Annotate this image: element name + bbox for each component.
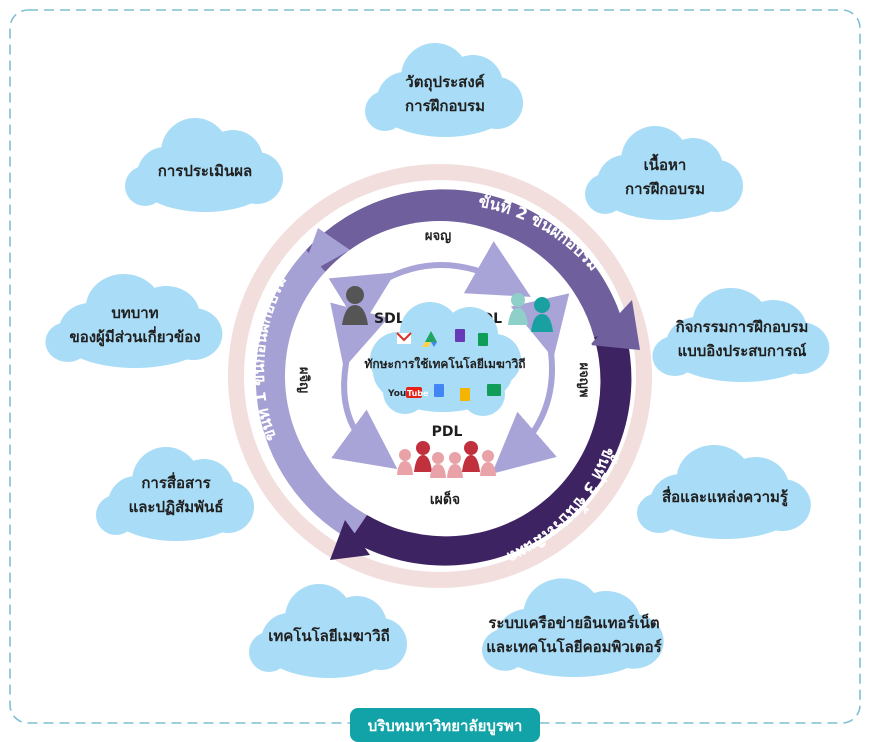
cloud-content: เนื้อหา การฝึกอบรม <box>585 126 743 220</box>
svg-text:You: You <box>387 389 406 399</box>
docs-icon <box>434 384 444 397</box>
ring-segment-stage3 <box>350 330 632 566</box>
cloud-communication-line-1: การสื่อสาร <box>141 472 211 492</box>
ring-arrow-tip-2 <box>590 300 640 350</box>
youtube-icon: You Tube <box>387 387 429 399</box>
ring-segment-stage1 <box>255 250 367 540</box>
cloud-activity-line-2: แบบอิงประสบการณ์ <box>678 342 807 360</box>
center-cloud-title: ทักษะการใช้เทคโนโลยีเมฆาวิถี <box>364 356 525 371</box>
sdl-label: SDL <box>374 311 405 327</box>
drive-icon <box>422 331 437 347</box>
cloud-network-line-1: ระบบเครือข่ายอินเทอร์เน็ต <box>488 613 659 632</box>
inner-left-label: ผจิญ <box>296 367 311 393</box>
cloud-media-line-1: สื่อและแหล่งความรู้ <box>662 486 789 507</box>
inner-right-label: ผจญพ <box>576 363 591 398</box>
pdl-people-icon <box>397 441 496 478</box>
footer-text: บริบทมหาวิทยาลัยบูรพา <box>368 717 523 736</box>
forms-icon <box>455 329 465 342</box>
cloud-activity-line-1: กิจกรรมการฝึกอบรม <box>676 318 809 336</box>
arrow-tdl-to-pdl <box>491 293 570 474</box>
cloud-content-line-1: เนื้อหา <box>644 153 687 174</box>
ring-arrow-tip-3 <box>330 520 370 560</box>
cloud-network-line-2: และเทคโนโลยีคอมพิวเตอร์ <box>486 637 662 656</box>
classroom-icon <box>487 384 501 396</box>
arrow-sdl-to-pdl <box>330 302 398 470</box>
cloud-edtech-line-1: เทคโนโลยีเมฆาวิถี <box>268 626 389 645</box>
cloud-content-line-2: การฝึกอบรม <box>625 180 705 198</box>
ring-segment-stage2 <box>306 189 625 337</box>
cloud-communication <box>96 447 254 541</box>
cloud-roles-line-2: ของผู้มีส่วนเกี่ยวข้อง <box>69 326 200 347</box>
cloud-evaluation-line-1: การประเมินผล <box>158 162 252 180</box>
sheets-icon <box>478 333 488 346</box>
cloud-communication-line-2: และปฏิสัมพันธ์ <box>129 498 224 516</box>
svg-text:Tube: Tube <box>407 389 429 398</box>
slides-icon <box>460 388 470 401</box>
cloud-objective: วัตถุประสงค์ การฝึกอบรม <box>365 43 523 137</box>
inner-top-label: ผจญ <box>425 229 451 244</box>
sdl-person-icon <box>342 286 368 325</box>
cloud-roles-line-1: บทบาท <box>111 304 158 322</box>
pdl-bottom-label: เผด็จ <box>430 490 460 508</box>
footer-badge <box>350 708 540 742</box>
ring-arrow-tip-1 <box>300 228 350 278</box>
cloud-objective-line-2: การฝึกอบรม <box>405 97 485 115</box>
pdl-label: PDL <box>432 424 463 440</box>
gmail-icon <box>396 332 412 344</box>
cloud-objective-line-1: วัตถุประสงค์ <box>405 73 484 92</box>
arrow-sdl-to-tdl <box>328 241 531 330</box>
tdl-people-icon <box>508 293 553 332</box>
center-cloud <box>370 302 521 416</box>
